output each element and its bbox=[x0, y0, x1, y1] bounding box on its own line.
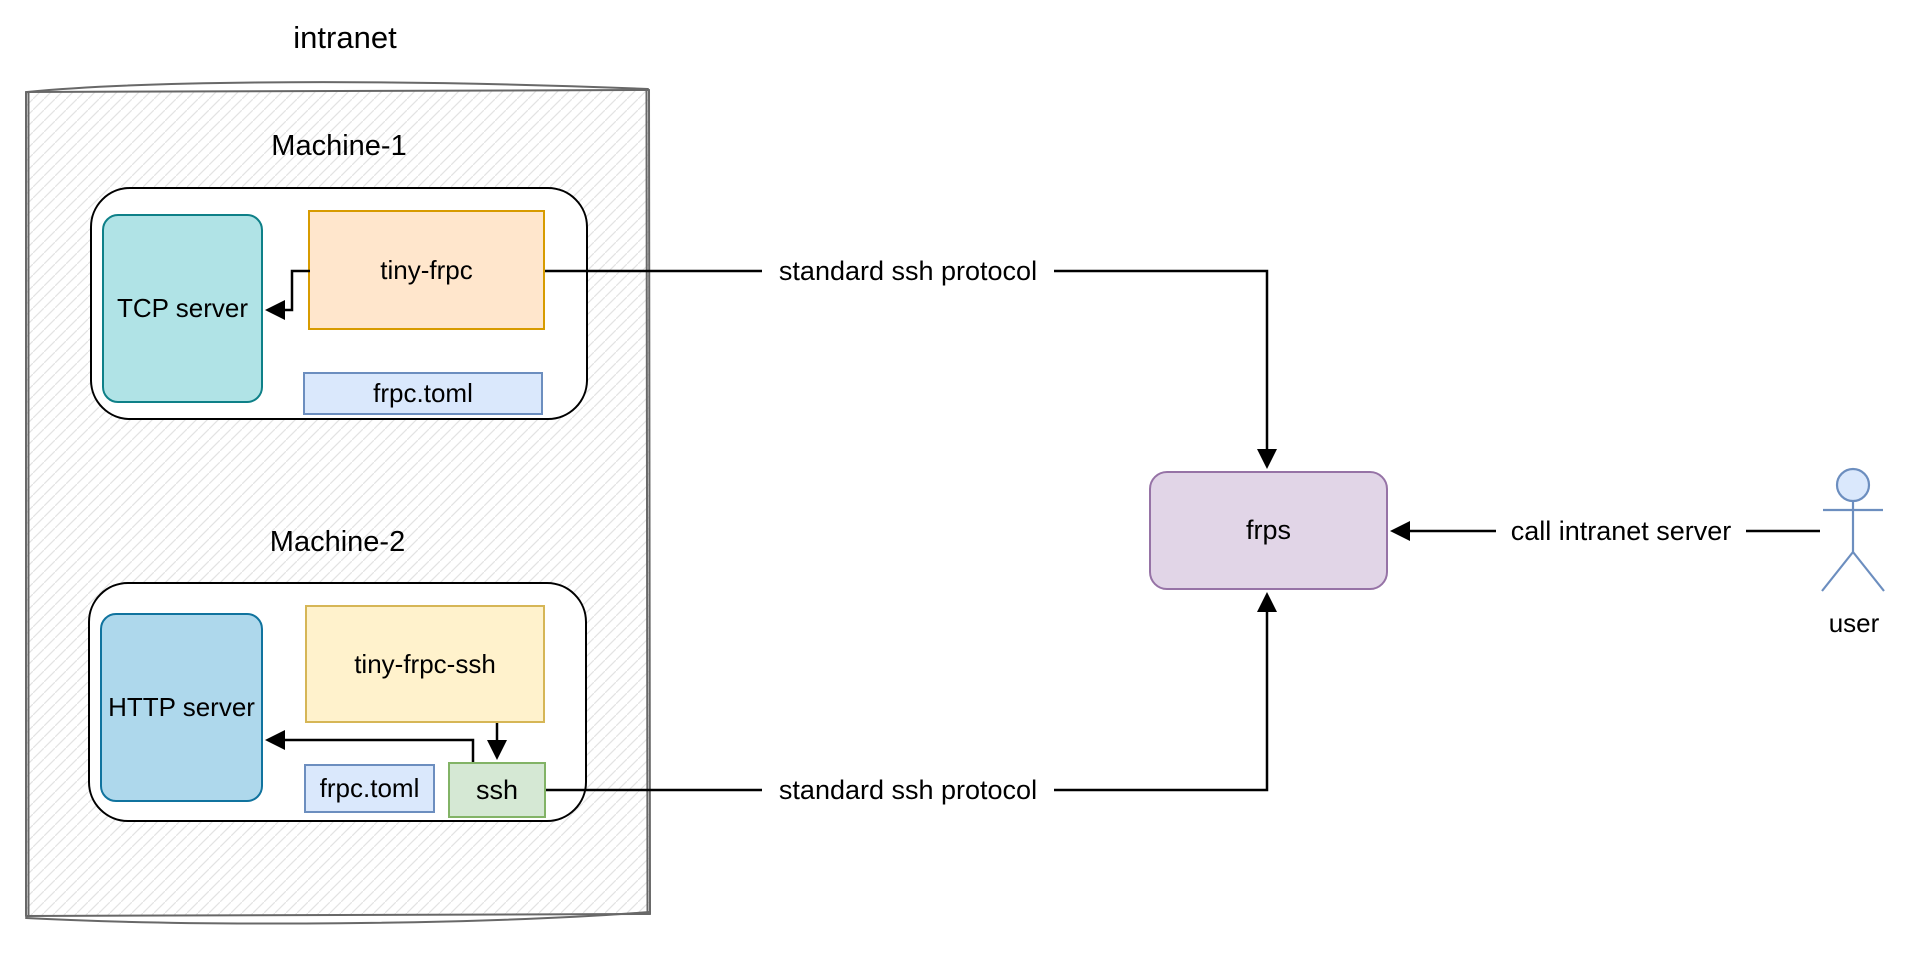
machine-1-label: Machine-1 bbox=[271, 130, 407, 162]
ssh-label: ssh bbox=[475, 774, 519, 805]
frpc-toml-machine2-label: frpc.toml bbox=[319, 773, 420, 803]
tiny-frpc-label: tiny-frpc bbox=[380, 254, 473, 285]
frps-label: frps bbox=[1245, 515, 1291, 545]
edge-label-standard-ssh-protocol-bottom: standard ssh protocol bbox=[762, 772, 1054, 808]
arrowhead-into-frps-bottom bbox=[1257, 592, 1277, 612]
arrowhead-into-tcpserver bbox=[265, 300, 285, 320]
intranet-container-sketch-strokes bbox=[25, 81, 651, 925]
frpc-toml-machine1-label: frpc.toml bbox=[373, 378, 473, 408]
arrowheads bbox=[265, 300, 1410, 760]
arrowhead-into-httpserver bbox=[265, 730, 285, 750]
tcp-server-node: TCP server bbox=[102, 214, 263, 403]
edge-tinyfrpc-to-frps bbox=[545, 269, 1269, 451]
edge-label-standard-ssh-protocol-top: standard ssh protocol bbox=[762, 253, 1054, 289]
frps-node: frps bbox=[1149, 471, 1388, 590]
edge-ssh-to-frps bbox=[546, 610, 1269, 792]
http-server-label: HTTP server bbox=[108, 692, 255, 722]
edge-ssh-to-httpserver bbox=[284, 738, 475, 762]
machine-2-label: Machine-2 bbox=[269, 526, 406, 558]
user-left-leg bbox=[1821, 551, 1854, 592]
tiny-frpc-ssh-node: tiny-frpc-ssh bbox=[305, 605, 545, 723]
arrowhead-into-ssh bbox=[487, 740, 507, 760]
frpc-toml-machine2-node: frpc.toml bbox=[304, 764, 435, 813]
ssh-node: ssh bbox=[448, 762, 546, 818]
frpc-toml-machine1-node: frpc.toml bbox=[303, 372, 543, 415]
user-head bbox=[1835, 467, 1871, 503]
user-label: user bbox=[1828, 608, 1880, 638]
user-right-leg bbox=[1852, 551, 1885, 592]
tiny-frpc-node: tiny-frpc bbox=[308, 210, 545, 330]
tcp-server-label: TCP server bbox=[117, 293, 248, 323]
user-stick-figure bbox=[1821, 467, 1885, 592]
arrowhead-into-frps-right bbox=[1390, 521, 1410, 541]
edge-tinyfrpc-to-tcpserver bbox=[284, 269, 310, 312]
tiny-frpc-ssh-label: tiny-frpc-ssh bbox=[354, 648, 496, 679]
arrowhead-into-frps-top bbox=[1257, 449, 1277, 469]
edge-label-call-intranet-server: call intranet server bbox=[1496, 513, 1746, 549]
http-server-node: HTTP server bbox=[100, 613, 263, 802]
intranet-title: intranet bbox=[293, 20, 397, 55]
